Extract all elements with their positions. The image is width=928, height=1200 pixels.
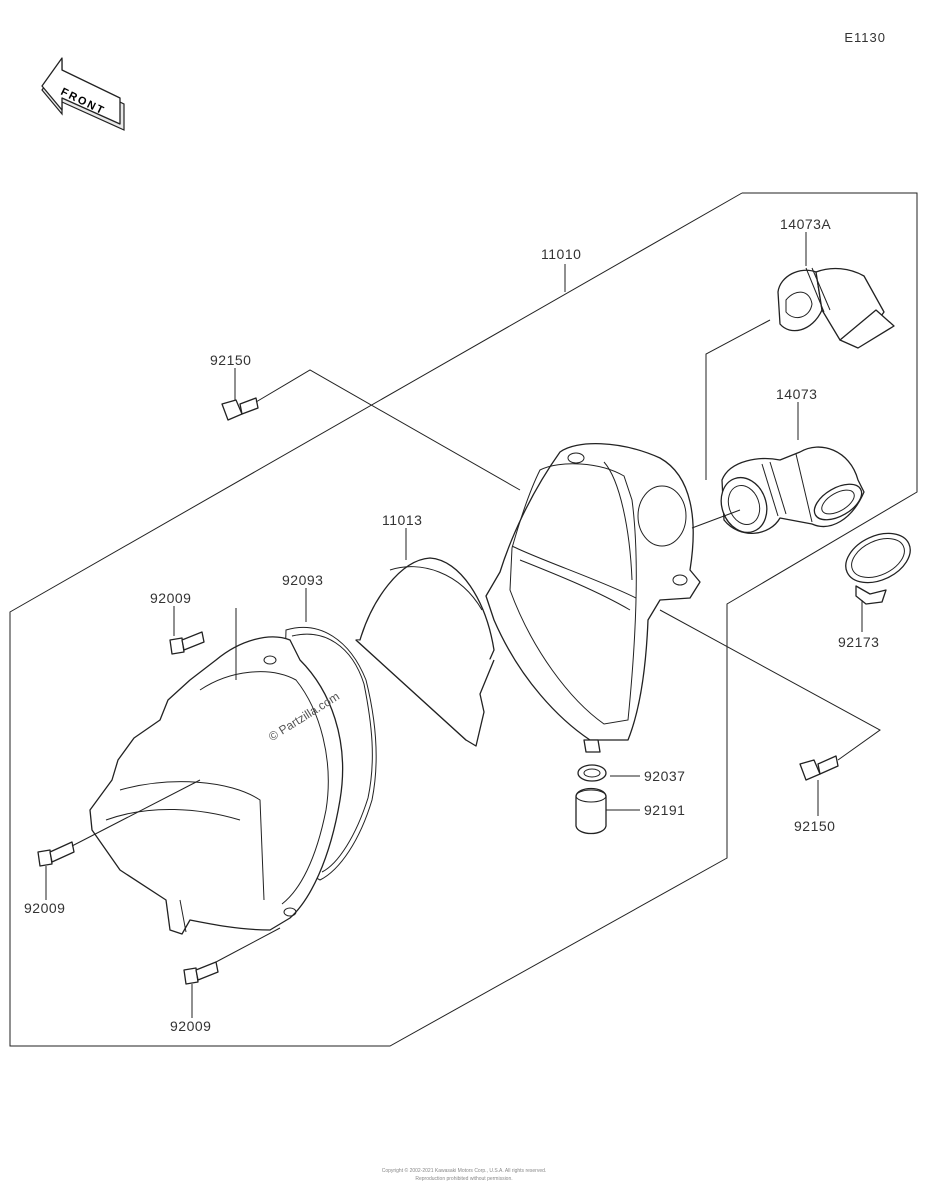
part-label-11013[interactable]: 11013 [382,512,423,528]
front-arrow-icon: FRONT [41,57,125,131]
bolt-92009-top [169,631,205,655]
bolt-92009-left [37,841,75,867]
part-label-92150-top[interactable]: 92150 [210,352,252,368]
bolt-92150-right [799,755,839,781]
footer-notice: Reproduction prohibited without permissi… [415,1176,513,1182]
footer-copyright: Copyright © 2002-2021 Kawasaki Motors Co… [381,1168,547,1174]
part-label-92009-top[interactable]: 92009 [150,590,192,606]
bolt-92009-bottom [183,961,219,985]
air-cleaner-housing [485,442,701,753]
part-label-92009-left[interactable]: 92009 [24,900,66,916]
drain-parts [575,764,607,835]
filter-element [355,557,495,747]
part-label-14073a[interactable]: 14073A [780,216,832,232]
part-label-14073[interactable]: 14073 [776,386,818,402]
part-label-11010[interactable]: 11010 [541,246,582,262]
assembly-outline [9,192,918,1047]
bolt-92150-top [221,397,259,421]
part-label-92173[interactable]: 92173 [838,634,880,650]
intake-duct-14073a [777,267,895,349]
part-label-92191[interactable]: 92191 [644,802,686,818]
leader-lines [45,232,881,1018]
part-label-92009-bottom[interactable]: 92009 [170,1018,212,1034]
hose-clamp-92173 [845,532,911,605]
part-label-92150-right[interactable]: 92150 [794,818,836,834]
diagram-code: E1130 [844,30,886,45]
intake-boot-14073 [720,446,865,534]
part-label-92093[interactable]: 92093 [282,572,324,588]
air-cleaner-cover [89,636,344,935]
part-label-92037[interactable]: 92037 [644,768,686,784]
